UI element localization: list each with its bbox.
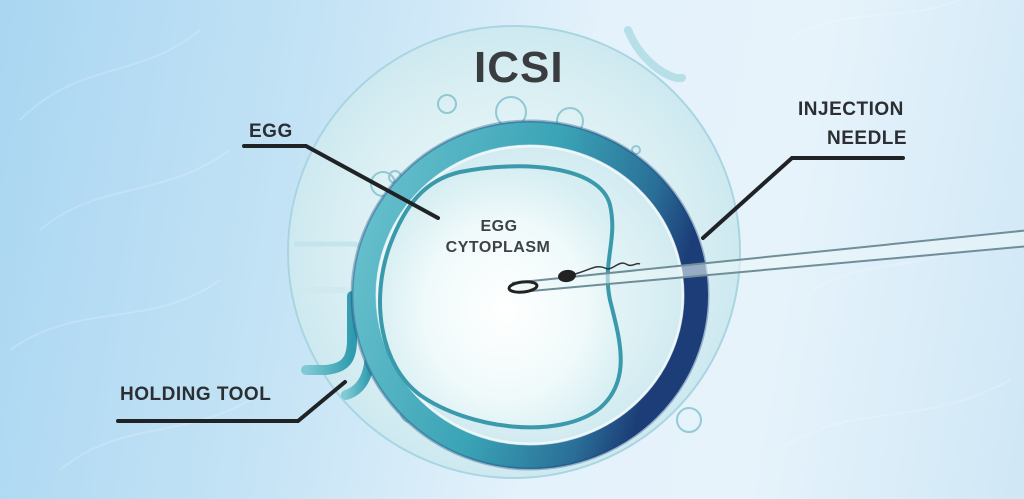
injection-needle-icon — [507, 229, 1024, 294]
egg-cytoplasm-shape — [378, 164, 623, 430]
leader-lines — [116, 144, 905, 423]
needle-leader-line — [701, 156, 905, 240]
egg-cell-icon — [350, 119, 710, 471]
background-leaf-pattern — [9, 0, 1011, 471]
holding-tool-label: HOLDING TOOL — [120, 384, 272, 405]
sperm-cell-icon — [558, 262, 641, 283]
cytoplasm-label-line1: EGG — [480, 218, 518, 235]
holding-tool-leader-line — [116, 380, 347, 423]
cytoplasm-label-line2: CYTOPLASM — [445, 239, 551, 256]
egg-label: EGG — [249, 121, 293, 142]
injection-needle-label-line2: NEEDLE — [827, 128, 908, 149]
diagram-title: ICSI — [474, 43, 564, 92]
injection-needle-label-line1: INJECTION — [798, 99, 904, 120]
dish-highlight — [624, 26, 686, 83]
egg-leader-line — [242, 144, 440, 220]
